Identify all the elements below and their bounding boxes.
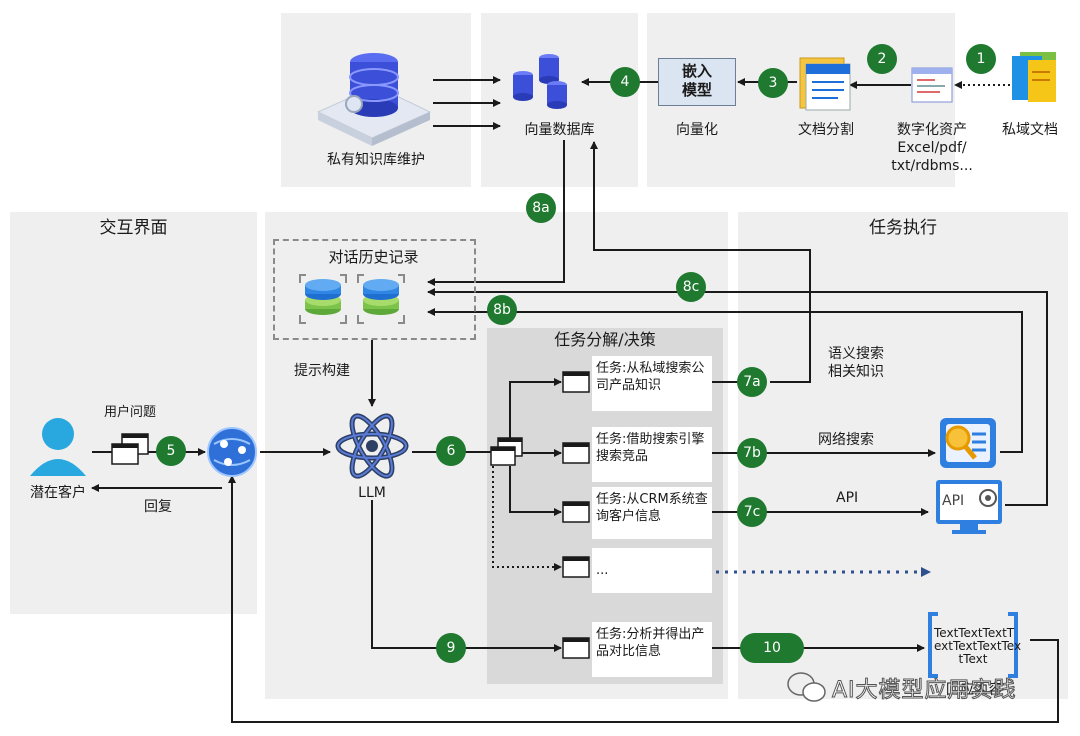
reply-label: 回复 [144,499,172,515]
badge-7b: 7b [737,438,767,468]
user-question-label: 用户问题 [104,405,157,420]
response-text-block: TextTextTextT extTextTextTex tText [934,626,1022,666]
vector-db-label: 向量数据库 [524,122,595,138]
task-exec-panel [738,212,1068,699]
llm-label: LLM [358,485,386,501]
task-card-3: 任务:从CRM系统查询客户信息 [592,487,712,539]
api-label: API [836,490,859,506]
digital-assets-label: 数字化资产 Excel/pdf/ txt/rdbms... [891,122,973,174]
badge-2: 2 [867,44,897,74]
history-disc-icon-1 [299,274,347,324]
badge-4: 4 [610,67,640,97]
ui-panel [10,212,257,614]
response-text-line-3: tText [958,652,988,666]
response-text-line-1: TextTextTextT [934,626,1015,640]
private-docs-label: 私域文档 [1002,122,1058,138]
task-card-5: 任务:分析并得出产品对比信息 [592,622,712,677]
badge-3: 3 [758,68,788,98]
ui-panel-title: 交互界面 [99,218,168,238]
private-kb-label: 私有知识库维护 [327,152,425,168]
doc-split-icon [799,57,851,111]
web-search-label: 网络搜索 [818,432,874,448]
task-exec-title: 任务执行 [869,218,937,238]
digital-assets-icon [911,67,953,103]
badge-8c: 8c [676,272,706,302]
doc-split-label: 文档分割 [798,122,854,138]
embed-model-label: 嵌入 模型 [681,62,712,99]
fan-task3 [509,466,562,516]
api-icon-text: API [942,493,965,509]
task-card-2-text: 任务:借助搜索引擎搜索竞品 [596,432,705,464]
task-window-icon-4 [562,556,590,578]
arrow-semantic-search [590,141,811,383]
task-card-4: ... [592,548,712,593]
vectorize-label: 向量化 [676,122,718,138]
arrow-9 [371,500,562,652]
task-card-2: 任务:借助搜索引擎搜索竞品 [592,427,712,482]
fan-task4 [492,466,562,571]
task-window-icon-5 [562,637,590,659]
badge-7a: 7a [737,367,767,397]
fan-task1 [509,378,562,440]
llm-atom-icon [335,413,409,479]
badge-5: 5 [156,436,186,466]
api-monitor-icon [936,480,1002,534]
arrow-8a [427,140,565,286]
arrow-8b [427,308,1023,453]
decision-window-icon [490,437,523,466]
embed-model-box: 嵌入 模型 [658,58,736,106]
question-window-icon [111,433,149,465]
task-card-4-text: ... [596,563,609,578]
response-bracket-icon [928,612,1018,678]
semantic-search-label: 语义搜索 相关知识 [828,346,884,380]
private-kb-database-icon [316,53,432,146]
private-docs-icon [1012,52,1056,102]
response-loop-arrow [228,475,1059,723]
badge-6: 6 [436,436,466,466]
task-card-3-text: 任务:从CRM系统查询客户信息 [596,492,708,524]
task-card-1-text: 任务:从私域搜索公司产品知识 [596,361,705,393]
badge-10: 10 [740,633,804,663]
task-window-icon-2 [562,442,590,464]
badge-8a: 8a [526,193,556,223]
task-card-1: 任务:从私域搜索公司产品知识 [592,356,712,411]
history-disc-icon-2 [357,274,405,324]
badge-8b: 8b [487,295,517,325]
badge-1: 1 [966,44,996,74]
response-text-line-2: extTextTextTex [934,639,1022,653]
search-app-icon [940,418,996,468]
chat-history-box [273,239,476,340]
watermark-text: AI大模型应用实践 [832,678,1017,704]
decision-title: 任务分解/决策 [554,330,656,349]
chat-history-title: 对话历史记录 [328,248,419,266]
badge-7c: 7c [737,497,767,527]
badge-9: 9 [436,633,466,663]
arrow-8c [427,288,1048,506]
task-window-icon-3 [562,501,590,523]
web-app-globe-icon [207,427,257,477]
customer-person-icon [30,418,86,476]
prompt-build-label: 提示构建 [294,363,350,379]
task-window-icon-1 [562,371,590,393]
task-card-5-text: 任务:分析并得出产品对比信息 [596,627,705,659]
wechat-icon [787,672,826,702]
potential-customer-label: 潜在客户 [30,485,86,501]
vector-db-icon [513,54,567,109]
output-label: 回应内容 [946,682,1002,698]
